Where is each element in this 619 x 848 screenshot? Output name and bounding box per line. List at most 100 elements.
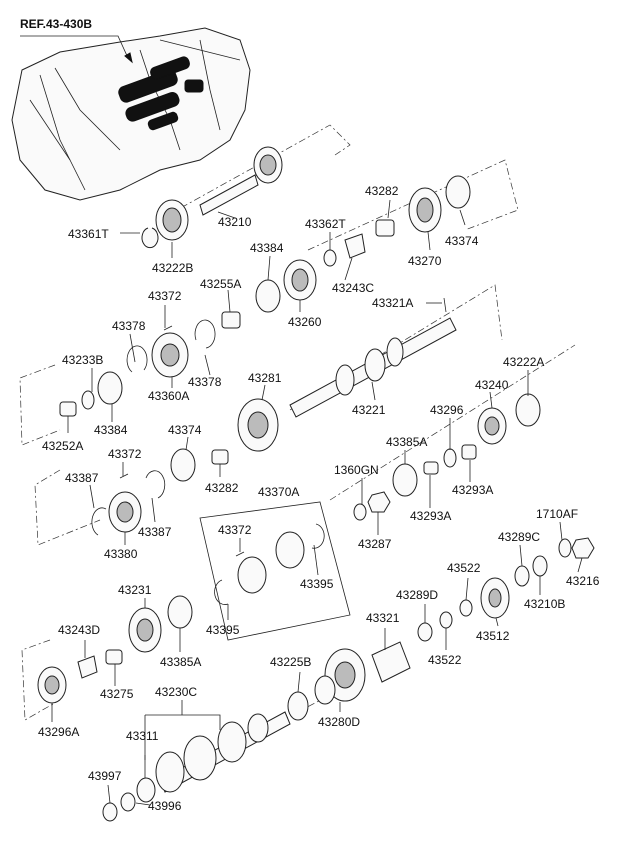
part-43222A-bearing[interactable] bbox=[515, 393, 541, 427]
part-43293A-needle-bearing-b[interactable] bbox=[423, 461, 439, 475]
label-43296[interactable]: 43296 bbox=[430, 403, 464, 417]
label-43289C[interactable]: 43289C bbox=[498, 530, 540, 544]
label-43296A[interactable]: 43296A bbox=[38, 725, 79, 739]
part-43321A-key[interactable] bbox=[443, 297, 447, 313]
part-43384-ring-a[interactable] bbox=[255, 279, 281, 313]
label-43385A-a[interactable]: 43385A bbox=[386, 435, 427, 449]
part-43280D-gear[interactable] bbox=[314, 648, 366, 705]
part-43370A-kit-gear[interactable] bbox=[235, 531, 305, 594]
part-43216-nut[interactable] bbox=[571, 537, 595, 559]
label-43231[interactable]: 43231 bbox=[118, 583, 152, 597]
label-43372-c[interactable]: 43372 bbox=[218, 523, 252, 537]
label-43216[interactable]: 43216 bbox=[566, 574, 600, 588]
part-43230C-counter-shaft-cluster[interactable] bbox=[155, 711, 291, 793]
label-43522-a[interactable]: 43522 bbox=[447, 561, 481, 575]
label-43289D[interactable]: 43289D bbox=[396, 588, 438, 602]
label-43384-b[interactable]: 43384 bbox=[94, 423, 128, 437]
label-43252A[interactable]: 43252A bbox=[42, 439, 83, 453]
label-43225B[interactable]: 43225B bbox=[270, 655, 311, 669]
label-43281[interactable]: 43281 bbox=[248, 371, 282, 385]
label-43378-b[interactable]: 43378 bbox=[188, 375, 222, 389]
label-43360A[interactable]: 43360A bbox=[148, 389, 189, 403]
label-43374-b[interactable]: 43374 bbox=[168, 423, 202, 437]
part-43374-synchro-ring-b[interactable] bbox=[170, 448, 196, 482]
label-43395-b[interactable]: 43395 bbox=[206, 623, 240, 637]
part-43270-gear[interactable] bbox=[408, 187, 442, 233]
part-43387-spring-b[interactable] bbox=[145, 470, 166, 499]
part-43222B-bearing[interactable] bbox=[155, 199, 189, 241]
label-1360GN[interactable]: 1360GN bbox=[334, 463, 379, 477]
label-1710AF[interactable]: 1710AF bbox=[536, 507, 578, 521]
label-43280D[interactable]: 43280D bbox=[318, 715, 360, 729]
label-43321A[interactable]: 43321A bbox=[372, 296, 413, 310]
label-43210B[interactable]: 43210B bbox=[524, 597, 565, 611]
label-43260[interactable]: 43260 bbox=[288, 315, 322, 329]
label-43221[interactable]: 43221 bbox=[352, 403, 386, 417]
label-43372-b[interactable]: 43372 bbox=[108, 447, 142, 461]
part-43275-needle-bearing[interactable] bbox=[105, 649, 123, 665]
part-43311-bearing[interactable] bbox=[136, 777, 156, 803]
label-43387-b[interactable]: 43387 bbox=[138, 525, 172, 539]
label-43243C[interactable]: 43243C bbox=[332, 281, 374, 295]
label-43275[interactable]: 43275 bbox=[100, 687, 134, 701]
part-43240-gear[interactable] bbox=[477, 407, 507, 445]
label-43222A[interactable]: 43222A bbox=[503, 355, 544, 369]
part-43231-gear[interactable] bbox=[128, 607, 162, 653]
label-43370A[interactable]: 43370A bbox=[258, 485, 299, 499]
label-43395-a[interactable]: 43395 bbox=[300, 577, 334, 591]
part-43395-spring-b[interactable] bbox=[214, 579, 229, 605]
part-43384-ring-b[interactable] bbox=[97, 371, 123, 405]
label-43282-b[interactable]: 43282 bbox=[205, 481, 239, 495]
part-43281-gear[interactable] bbox=[237, 398, 279, 452]
part-43282-needle-bearing-a[interactable] bbox=[375, 219, 395, 237]
label-43384-a[interactable]: 43384 bbox=[250, 241, 284, 255]
part-43512-gear[interactable] bbox=[480, 577, 510, 619]
part-43378-spring-b[interactable] bbox=[194, 319, 216, 349]
label-43997[interactable]: 43997 bbox=[88, 769, 122, 783]
label-43293A-b[interactable]: 43293A bbox=[410, 509, 451, 523]
part-43289D-ring[interactable] bbox=[417, 622, 433, 642]
part-43233B-washer[interactable] bbox=[81, 390, 95, 410]
part-43293A-needle-bearing-a[interactable] bbox=[461, 444, 477, 460]
part-43362T-ring[interactable] bbox=[323, 249, 337, 267]
part-43395-spring-a[interactable] bbox=[311, 523, 325, 549]
part-43255A-needle-bearing[interactable] bbox=[221, 311, 241, 329]
label-43372-a[interactable]: 43372 bbox=[148, 289, 182, 303]
reference-label[interactable]: REF.43-430B bbox=[20, 17, 92, 31]
part-43260-gear[interactable] bbox=[283, 259, 317, 301]
label-43222B[interactable]: 43222B bbox=[152, 261, 193, 275]
part-43296A-bearing[interactable] bbox=[37, 666, 67, 704]
part-43374-synchro-ring-a[interactable] bbox=[445, 175, 471, 209]
label-43361T[interactable]: 43361T bbox=[68, 227, 109, 241]
label-43387-a[interactable]: 43387 bbox=[65, 471, 99, 485]
label-43362T[interactable]: 43362T bbox=[305, 217, 346, 231]
part-43321-sleeve[interactable] bbox=[371, 641, 411, 683]
part-43378-spring-a[interactable] bbox=[126, 345, 148, 373]
part-43372-key-a[interactable] bbox=[163, 325, 173, 331]
label-43293A-a[interactable]: 43293A bbox=[452, 483, 493, 497]
label-43380[interactable]: 43380 bbox=[104, 547, 138, 561]
label-43378-a[interactable]: 43378 bbox=[112, 319, 146, 333]
label-43374-a[interactable]: 43374 bbox=[445, 234, 479, 248]
part-43210-drive-shaft[interactable] bbox=[199, 146, 283, 216]
part-43289C-ring[interactable] bbox=[514, 565, 530, 587]
part-43380-synchro-assembly[interactable] bbox=[108, 491, 142, 533]
part-43522-washer-a[interactable] bbox=[459, 599, 473, 617]
part-43996-ring[interactable] bbox=[120, 792, 136, 812]
part-43361T-snap-ring[interactable] bbox=[141, 227, 159, 249]
part-43296-ring[interactable] bbox=[443, 448, 457, 468]
part-43360A-synchro-hub[interactable] bbox=[151, 332, 189, 378]
label-43321[interactable]: 43321 bbox=[366, 611, 400, 625]
part-43252A-needle-bearing[interactable] bbox=[59, 401, 77, 417]
part-43210B-ring[interactable] bbox=[532, 555, 548, 577]
label-43385A-b[interactable]: 43385A bbox=[160, 655, 201, 669]
part-43372-key-b[interactable] bbox=[119, 473, 129, 479]
label-43210[interactable]: 43210 bbox=[218, 215, 252, 229]
part-43243C-spacer[interactable] bbox=[344, 233, 366, 259]
part-43282-needle-bearing-b[interactable] bbox=[211, 449, 229, 465]
label-43996[interactable]: 43996 bbox=[148, 799, 182, 813]
label-43243D[interactable]: 43243D bbox=[58, 623, 100, 637]
label-43512[interactable]: 43512 bbox=[476, 629, 510, 643]
part-43385A-synchro-ring-b[interactable] bbox=[167, 595, 193, 629]
part-43243D-spacer[interactable] bbox=[77, 655, 98, 679]
